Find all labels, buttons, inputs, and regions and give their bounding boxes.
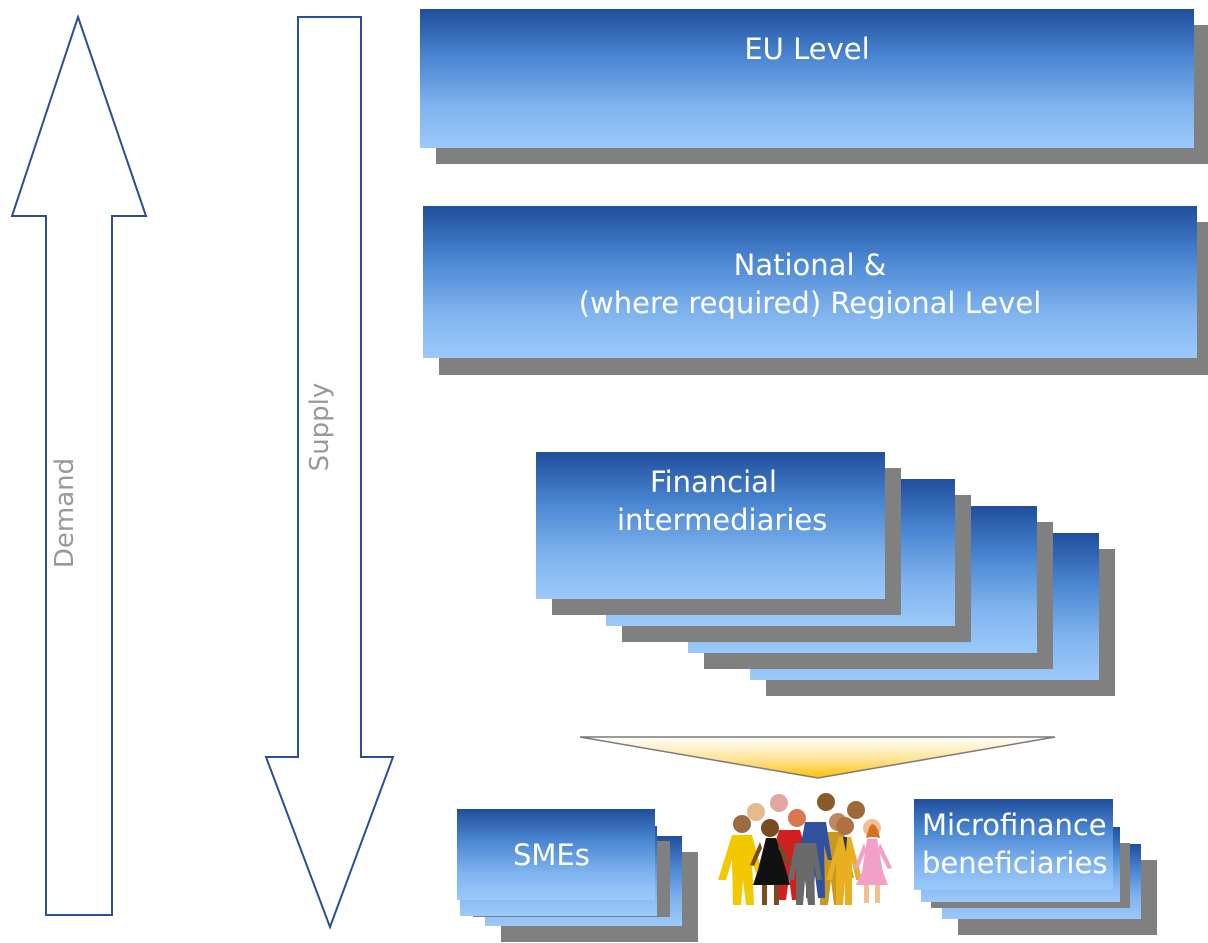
- financial-intermediaries-line2: intermediaries: [617, 503, 828, 537]
- microfinance-line2: beneficiaries: [922, 846, 1108, 880]
- microfinance-box: Microfinance beneficiaries: [914, 799, 1113, 890]
- eu-level-box: EU Level: [420, 9, 1194, 148]
- national-level-line2: (where required) Regional Level: [578, 286, 1042, 320]
- supply-arrow: [264, 16, 395, 930]
- demand-arrow: [10, 13, 148, 916]
- microfinance-line1: Microfinance: [922, 808, 1107, 842]
- financial-intermediaries-box: Financial intermediaries: [536, 452, 885, 599]
- national-level-box: National & (where required) Regional Lev…: [423, 206, 1197, 358]
- eu-level-label: EU Level: [744, 32, 870, 66]
- national-level-line1: National &: [733, 248, 887, 282]
- smes-label: SMEs: [513, 838, 590, 872]
- financial-intermediaries-line1: Financial: [650, 465, 777, 499]
- smes-box: SMEs: [457, 809, 655, 900]
- funnel-triangle: [579, 736, 1056, 779]
